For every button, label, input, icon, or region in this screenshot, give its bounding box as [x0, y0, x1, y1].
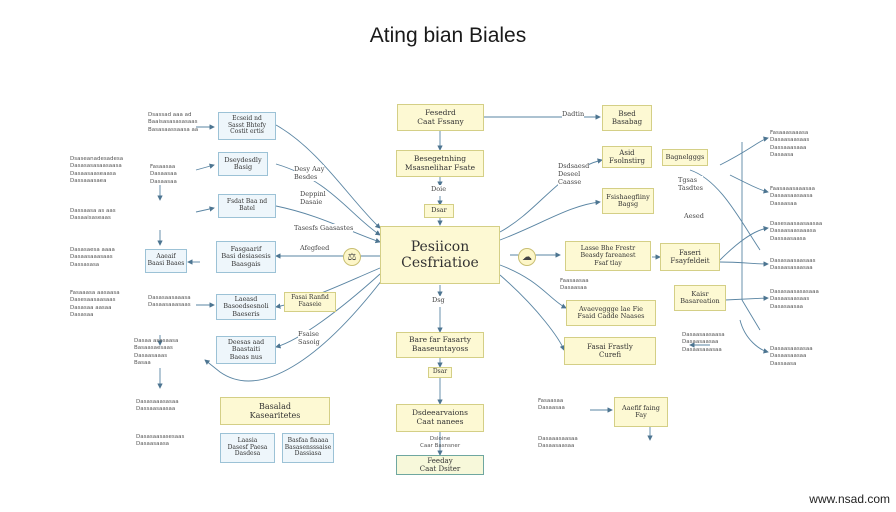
left-node-5[interactable]: Fasgaarif Basi desiasesis Baasgais: [216, 241, 276, 273]
note-left-2: Dsaseanadesadesa Dasasasasaasaasa Dasaas…: [70, 156, 124, 185]
edge-label-afetea: Afegfeed: [300, 244, 330, 252]
note-mid-2: Dasasaasaaasa Dasaasaaasaas: [148, 295, 191, 309]
left-node-9[interactable]: Basalad Kasearitetes: [220, 397, 330, 425]
note-left-3: Dassaasa as aas Dasaaisaseaas: [70, 208, 116, 222]
diagram-title: Ating bian Biales: [369, 24, 527, 47]
edge-label-duppinl: Deppinl Dasaie: [300, 190, 326, 206]
bottom-note: Dsloine Caar Basnsner: [420, 436, 461, 450]
cloud-icon: ☁: [518, 248, 536, 266]
right-node-10[interactable]: Aaefif faing Fay: [614, 397, 668, 427]
edge-label-dadtin: Dadtin: [562, 110, 585, 118]
edge-label-tasefaad: Tasesfs Gaasastes: [294, 224, 354, 232]
edge-right-tree: [741, 142, 761, 331]
edge-label-tgsas: Tgsas Tasdtes: [678, 176, 703, 192]
top-node-1[interactable]: Fesedrd Caat Fssany: [397, 104, 484, 131]
note-left-6: Dasaa asesaasa Basaasaesaas Dasaasaaas B…: [134, 338, 179, 367]
edge-left3-center: [275, 205, 381, 244]
edge-right-lines: [689, 169, 761, 251]
edge-r-b: [729, 174, 769, 194]
edge-center-fasai: [499, 274, 565, 351]
top-label-3: Doie: [431, 185, 447, 193]
edge-r-f: [739, 319, 769, 354]
bottom-node-2[interactable]: Bare far Fasarty Baaseuntayoss: [396, 332, 484, 358]
left-node-7[interactable]: Fasai Ranfid Faaseie: [284, 292, 336, 312]
edge-left2-center: [275, 163, 381, 236]
note-right-4: Dasasaasaasaas Dasaasasaasaa: [770, 258, 816, 272]
note-right-3: Dasesaasaasaasaa Dasaasaasaaasa Dassaasa…: [770, 221, 823, 242]
edge-label-dfsdsd: Dsdsaesd Deseel Caasse: [558, 162, 590, 186]
left-node-6[interactable]: Laeasd Basoedsesnoli Baeseris: [216, 294, 276, 320]
bottom-node-4[interactable]: Dsdeearvaions Caat nanees: [396, 404, 484, 432]
edge-r-d: [719, 261, 769, 267]
edge-center-avaeve: [499, 264, 567, 309]
edge-r-a: [719, 136, 769, 166]
right-node-7[interactable]: Kaisr Basareation: [674, 285, 726, 311]
note-mid-1: Fasaasaa Dasaasaa Dasaasaa: [150, 164, 177, 185]
note-left-5: Fasaaasa aasaasa Dasesaasaasaas Dasasaa …: [70, 290, 120, 319]
edge-label-aesed: Aesed: [684, 212, 704, 220]
right-node-9[interactable]: Fasai Frastly Curefi: [564, 337, 656, 365]
edge-label-desy: Desy Aay Besdes: [294, 165, 325, 181]
note-left-1: Dsassad aaa ad Baaisasasasasaas Basasaas…: [148, 112, 199, 133]
watermark: www.nsad.com: [809, 492, 890, 506]
left-node-4[interactable]: Aaeaif Baasi Baaes: [145, 249, 187, 273]
top-node-2[interactable]: Besegetnhing Msasnelihar Fsate: [396, 150, 484, 177]
edge-center-left6: [275, 273, 381, 349]
left-node-2[interactable]: Dseydesdly Basig: [218, 152, 268, 176]
note-right-8: Dasaaasaasaa Dasaasaasaa: [538, 436, 578, 450]
scale-icon: ⚖: [343, 248, 361, 266]
left-node-8[interactable]: Deesas aad Baastaiti Baeas nus: [216, 336, 276, 364]
edge-left1-center: [275, 124, 381, 229]
note-right-1: Fasaaasaaasa Dasaasaasaas Dassaaasaaa Da…: [770, 130, 810, 159]
edge-left-notes-b: [195, 163, 215, 171]
left-node-10[interactable]: Laasia Dasesf Paesa Dasdesa: [220, 433, 275, 463]
note-mid-4: Dasaasaasaasa Dasaasaasaa Dasaasaaasaa: [682, 332, 725, 353]
note-right-7: Fasaasaa Dasaasaa: [538, 398, 565, 412]
bottom-node-5[interactable]: Feeday Caat Dsiter: [396, 455, 484, 475]
edge-center-fsishaeg: [499, 199, 601, 241]
right-node-6[interactable]: Faseri Fsayfeldeit: [660, 243, 720, 271]
edge-r-c: [719, 226, 769, 261]
right-node-3[interactable]: Bagnelgggs: [662, 149, 708, 166]
right-node-8[interactable]: Avaeveggge lae Fie Fsaid Cadde Naases: [566, 300, 656, 326]
bottom-node-3[interactable]: Dsar: [428, 367, 452, 378]
note-left-7: Dasasaaasasaa Dassaasaasaa: [136, 399, 179, 413]
right-node-1[interactable]: Bsed Basabag: [602, 105, 652, 131]
edge-center-left8: [204, 279, 383, 382]
edge-label-fsaise: Fsaise Sasoig: [298, 330, 320, 346]
note-mid-3: Faasaasaa Dasaasaa: [560, 278, 589, 292]
note-right-2: Faasaaasaaasaa Dasaasaasaasa Dasaasaa: [770, 186, 815, 207]
right-node-5[interactable]: Lasse Bhe Frestr Beasdy fareanest Fsaf t…: [565, 241, 651, 271]
note-left-4: Dasasaesa aaaa Dasaasaaasaas Dassasasa: [70, 247, 115, 268]
note-right-5: Dasasaasasasaaa Dasaasaasaas Dasasaasaa: [770, 289, 819, 310]
left-node-1[interactable]: Ecseid nd Sasst Bhtefy Costit ertis: [218, 112, 276, 140]
bottom-label-1: Dsg: [432, 296, 445, 304]
edge-left-notes-c: [195, 206, 215, 213]
note-right-6: Dasaasaasasaa Dasaasaasaa Dassaasa: [770, 346, 813, 367]
right-node-2[interactable]: Asid Fsolnstirg: [602, 146, 652, 168]
note-left-8: Dasasaasasesaas Dasaasaasa: [136, 434, 185, 448]
left-node-11[interactable]: Basfaa fiaaaa Basasensssaise Dassiasa: [282, 433, 334, 463]
edge-r-e: [724, 295, 769, 301]
left-node-3[interactable]: Fsdat Baa nd Batel: [218, 194, 276, 218]
top-node-4[interactable]: Dsar: [424, 204, 454, 218]
right-node-4[interactable]: Fsishaegfiiny Bagsg: [602, 188, 654, 214]
center-node[interactable]: Pesiicon Cesfriatioe: [380, 226, 500, 284]
